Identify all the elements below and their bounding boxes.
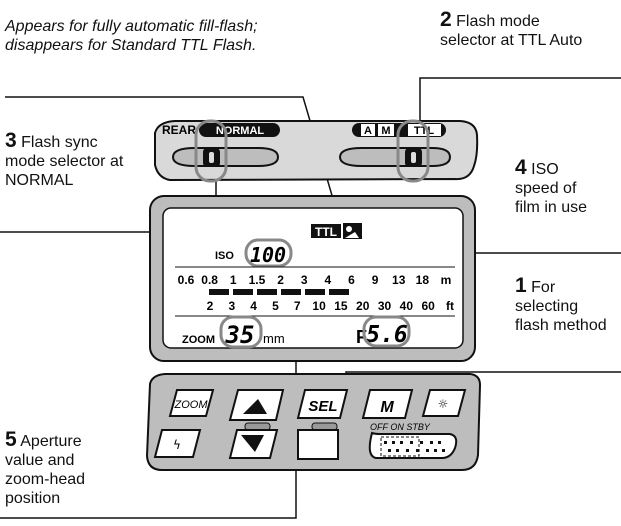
lightning-icon: ϟ (173, 438, 181, 452)
zoom-button-label: ZOOM (174, 399, 209, 411)
callout-1-number: 1 (515, 274, 527, 297)
callout-2: 2 Flash mode selector at TTL Auto (440, 8, 590, 50)
down-arrow-icon (241, 435, 264, 452)
iso-label: ISO (215, 250, 234, 262)
light-icon: ☼ (438, 397, 449, 411)
callout-5-text: Aperture value and zoom-head position (5, 433, 86, 507)
meter-tick-8: 9 (372, 273, 379, 287)
up-arrow-button[interactable] (228, 389, 285, 421)
callout-5: 5 Aperture value and zoom-head position (5, 428, 115, 508)
callout-1-text: For selecting flash method (515, 279, 607, 334)
iso-highlight (244, 238, 293, 268)
power-switch-labels: OFF ON STBY (370, 422, 431, 432)
leader-fill-flash (5, 96, 347, 244)
meter-tick-2: 1 (230, 273, 237, 287)
meter-tick-1: 0.8 (201, 273, 218, 287)
callout-4-text: ISO speed of film in use (515, 161, 588, 216)
mode-selector-highlight (396, 119, 430, 183)
zoom-label: ZOOM (182, 334, 215, 346)
distance-bar-graph (209, 289, 349, 295)
callout-3-text: Flash sync mode selector at NORMAL (5, 134, 124, 189)
feet-tick-8: 30 (378, 299, 392, 313)
blank-button[interactable] (297, 429, 339, 460)
aperture-value: 5.6 (366, 322, 408, 348)
sync-label-normal: NORMAL (216, 125, 265, 137)
feet-tick-1: 3 (228, 299, 235, 313)
sync-label-normal-bg (199, 123, 280, 137)
mode-slider-track (338, 147, 452, 167)
callout-5-number: 5 (5, 428, 17, 451)
lcd-ttl-badge: TTL (315, 225, 337, 239)
zoom-value: 35 (225, 321, 255, 349)
fill-flash-note: Appears for fully automatic fill-flash; … (5, 18, 258, 54)
sel-button[interactable]: SEL (296, 389, 349, 419)
feet-tick-9: 40 (400, 299, 414, 313)
meter-tick-10: 18 (416, 273, 430, 287)
feet-tick-4: 7 (294, 299, 301, 313)
meter-tick-7: 6 (348, 273, 355, 287)
iso-value: 100 (250, 243, 286, 267)
feet-tick-2: 4 (250, 299, 257, 313)
lcd-screen (162, 207, 464, 349)
feet-tick-7: 20 (356, 299, 370, 313)
feet-tick-3: 5 (272, 299, 279, 313)
feet-tick-10: 60 (422, 299, 436, 313)
sel-button-label: SEL (308, 398, 337, 415)
meter-tick-11: m (441, 273, 452, 287)
feet-tick-6: 15 (334, 299, 348, 313)
zoom-button[interactable]: ZOOM (168, 389, 215, 417)
down-arrow-button[interactable] (228, 429, 279, 459)
zoom-highlight (219, 315, 263, 349)
meter-tick-3: 1.5 (249, 273, 266, 287)
callout-2-text: Flash mode selector at TTL Auto (440, 13, 583, 49)
mode-label-a: A (364, 125, 372, 137)
meter-tick-4: 2 (277, 273, 284, 287)
callout-3-number: 3 (5, 129, 17, 152)
feet-tick-11: ft (446, 299, 454, 313)
zoom-unit: mm (263, 331, 285, 346)
aperture-highlight (362, 315, 411, 348)
aperture-prefix: F (356, 327, 367, 347)
power-switch[interactable] (368, 431, 458, 459)
up-arrow-icon (243, 399, 267, 414)
callout-1: 1 For selecting flash method (515, 274, 610, 335)
test-flash-button[interactable]: ϟ (153, 429, 202, 458)
callout-2-number: 2 (440, 8, 452, 31)
meter-scale: 0.6 0.8 1 1.5 2 3 4 6 9 13 18 m (178, 273, 452, 287)
mode-label-m: M (381, 125, 390, 137)
light-button[interactable]: ☼ (421, 389, 467, 417)
callout-4: 4 ISO speed of film in use (515, 156, 600, 217)
sync-selector-highlight (194, 119, 228, 183)
callout-4-number: 4 (515, 156, 527, 179)
meter-tick-9: 13 (392, 273, 406, 287)
feet-tick-5: 10 (312, 299, 326, 313)
callout-3: 3 Flash sync mode selector at NORMAL (5, 129, 135, 190)
feet-tick-0: 2 (207, 299, 214, 313)
meter-tick-6: 4 (324, 273, 331, 287)
meter-tick-5: 3 (301, 273, 308, 287)
m-button-label: M (380, 399, 394, 416)
sync-label-rear: REAR (162, 123, 196, 137)
meter-tick-0: 0.6 (178, 273, 195, 287)
m-button[interactable]: M (361, 389, 414, 419)
